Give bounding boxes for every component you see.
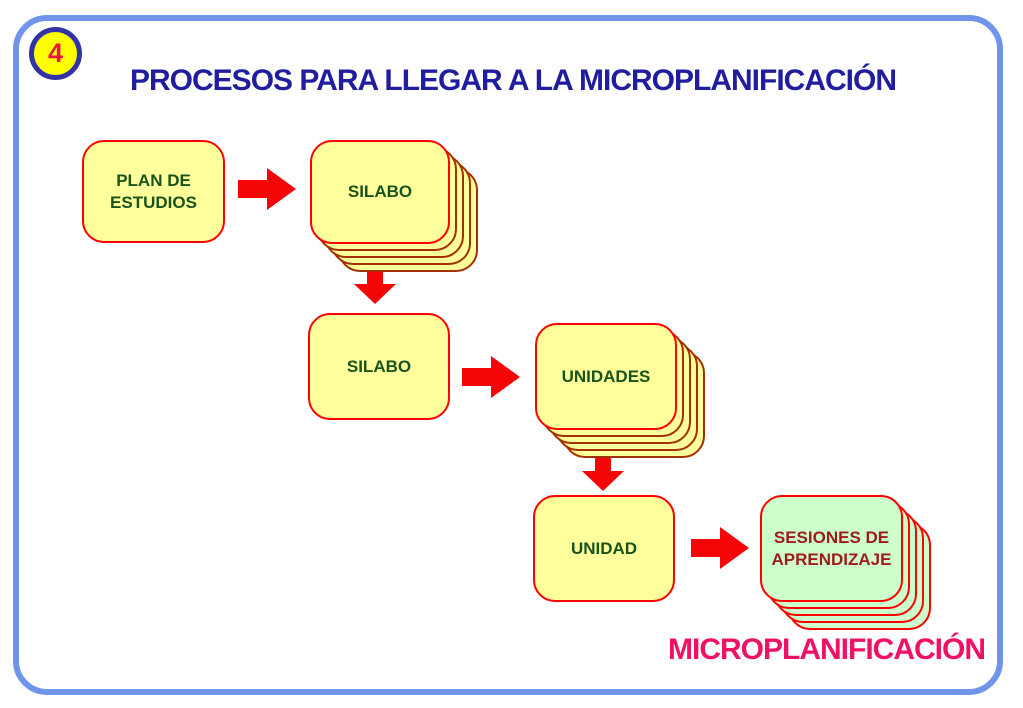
- arrow-right-icon: [462, 356, 520, 398]
- node-card: UNIDADES: [535, 323, 677, 430]
- node-card: UNIDAD: [533, 495, 675, 602]
- arrow-down-icon: [582, 458, 624, 491]
- node-card: SESIONES DE APRENDIZAJE: [760, 495, 903, 602]
- node-unidad: UNIDAD: [533, 495, 675, 602]
- node-card: PLAN DE ESTUDIOS: [82, 140, 225, 243]
- node-silabo: SILABO: [308, 313, 450, 420]
- node-label: SILABO: [347, 182, 413, 202]
- arrow-right-icon: [691, 527, 749, 569]
- node-card: SILABO: [308, 313, 450, 420]
- node-card: SILABO: [310, 140, 450, 244]
- node-sesiones-de-aprendizaje-stack: SESIONES DE APRENDIZAJE: [760, 495, 931, 630]
- node-label: PLAN DE ESTUDIOS: [110, 171, 197, 212]
- page-number-badge: 4: [29, 27, 82, 80]
- slide-title: PROCESOS PARA LLEGAR A LA MICROPLANIFICA…: [130, 64, 897, 97]
- arrow-right-icon: [238, 168, 296, 210]
- node-label: SILABO: [346, 356, 412, 376]
- microplanificacion-caption: MICROPLANIFICACIÓN: [668, 633, 986, 666]
- node-label: UNIDADES: [561, 366, 651, 386]
- node-unidades-stack: UNIDADES: [535, 323, 705, 458]
- node-label: UNIDAD: [570, 538, 638, 558]
- node-label: SESIONES DE APRENDIZAJE: [771, 528, 892, 569]
- node-plan-de-estudios: PLAN DE ESTUDIOS: [82, 140, 225, 243]
- page-number: 4: [47, 38, 64, 68]
- arrow-down-icon: [354, 271, 396, 304]
- node-silabo-stack: SILABO: [310, 140, 478, 272]
